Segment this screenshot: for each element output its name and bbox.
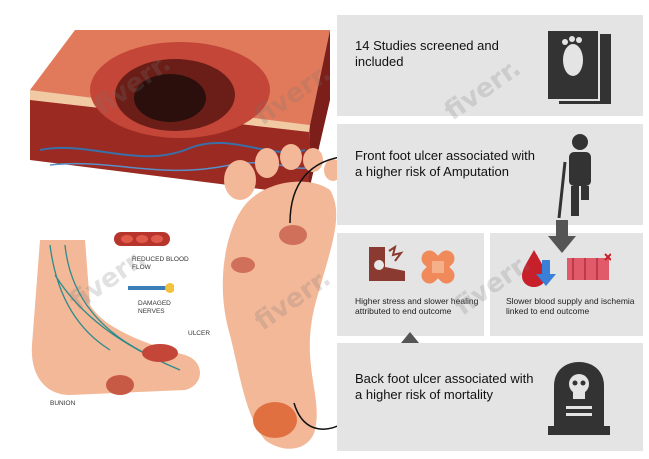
label-bunion: BUNION — [50, 400, 76, 407]
panel-stress — [337, 233, 484, 336]
nerve-icon — [128, 283, 174, 293]
panel-front-foot — [337, 124, 643, 225]
foot-side-illustration — [31, 240, 200, 395]
amputee-with-crutch-icon — [557, 134, 591, 219]
tombstone-skull-icon — [548, 362, 610, 435]
label-ulcer: ULCER — [188, 330, 211, 337]
label-reduced-blood-flow: REDUCED BLOOD FLOW — [132, 256, 189, 271]
foot-sole-illustration — [222, 144, 342, 449]
stressed-foot-icon — [369, 245, 405, 281]
stress-text: Higher stress and slower healing attribu… — [355, 296, 479, 316]
skin-ulcer-cross-section — [30, 30, 330, 195]
panel-blood — [490, 233, 643, 336]
label-damaged-nerves: DAMAGED NERVES — [138, 300, 171, 315]
bandage-icon — [421, 250, 455, 284]
foot-document-icon — [546, 29, 611, 104]
studies-text: 14 Studies screened and included — [355, 38, 499, 69]
blood-drop-down-arrow-icon — [522, 250, 556, 287]
arrow-down-icon — [548, 220, 576, 253]
blood-cells-icon — [114, 232, 170, 246]
blood-text: Slower blood supply and ischemia linked … — [506, 296, 635, 316]
front-foot-text: Front foot ulcer associated with a highe… — [355, 148, 535, 179]
back-foot-text: Back foot ulcer associated with a higher… — [355, 371, 534, 402]
blocked-vessel-icon — [567, 253, 611, 280]
